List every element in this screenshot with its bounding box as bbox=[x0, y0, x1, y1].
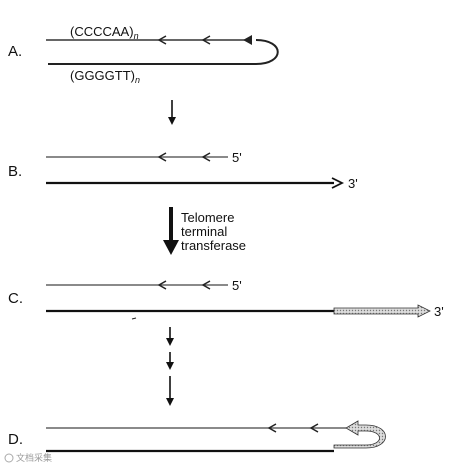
step-c-label: C. bbox=[8, 290, 23, 307]
step-arrow-a-b bbox=[168, 100, 176, 125]
arrowhead-left bbox=[267, 423, 277, 433]
svg-text:文档采集: 文档采集 bbox=[16, 452, 52, 464]
five-prime-label: 5' bbox=[232, 278, 242, 293]
arrowhead-left bbox=[201, 35, 211, 45]
step-arrow-b-c bbox=[163, 207, 179, 255]
hairpin-loop bbox=[48, 39, 279, 65]
enzyme-label: Telomere terminal transferase bbox=[181, 210, 246, 253]
hairpin-arrowhead bbox=[243, 35, 252, 45]
telomere-extension bbox=[333, 304, 431, 318]
svg-text:Telomere: Telomere bbox=[181, 210, 234, 225]
arrowhead-right bbox=[331, 177, 345, 189]
step-b-label: B. bbox=[8, 163, 22, 180]
step-arrow-c-d bbox=[166, 327, 174, 406]
arrowhead-left bbox=[157, 35, 167, 45]
arrowhead-left bbox=[309, 423, 319, 433]
step-b: B. 5' 3' bbox=[8, 150, 358, 191]
svg-text:terminal: terminal bbox=[181, 224, 227, 239]
step-a: A. (CCCCAA)n (GGGGTT)n bbox=[8, 24, 279, 85]
five-prime-label: 5' bbox=[232, 150, 242, 165]
telomere-hairpin-extension bbox=[333, 420, 386, 449]
step-c: C. 5' 3' bbox=[8, 278, 444, 320]
three-prime-label: 3' bbox=[434, 304, 444, 319]
step-d-label: D. bbox=[8, 431, 23, 448]
bottom-strand-sequence: (GGGGTT)n bbox=[70, 68, 140, 85]
svg-text:transferase: transferase bbox=[181, 238, 246, 253]
step-d: D. bbox=[8, 420, 386, 453]
watermark: 文档采集 bbox=[4, 452, 52, 464]
step-a-label: A. bbox=[8, 43, 22, 60]
arrowhead-left bbox=[201, 152, 211, 162]
top-strand-sequence: (CCCCAA)n bbox=[70, 24, 139, 41]
arrowhead-left bbox=[157, 152, 167, 162]
watermark-icon bbox=[4, 453, 14, 463]
speck bbox=[131, 317, 137, 320]
three-prime-label: 3' bbox=[348, 176, 358, 191]
arrowhead-left bbox=[157, 280, 167, 290]
arrowhead-left bbox=[201, 280, 211, 290]
